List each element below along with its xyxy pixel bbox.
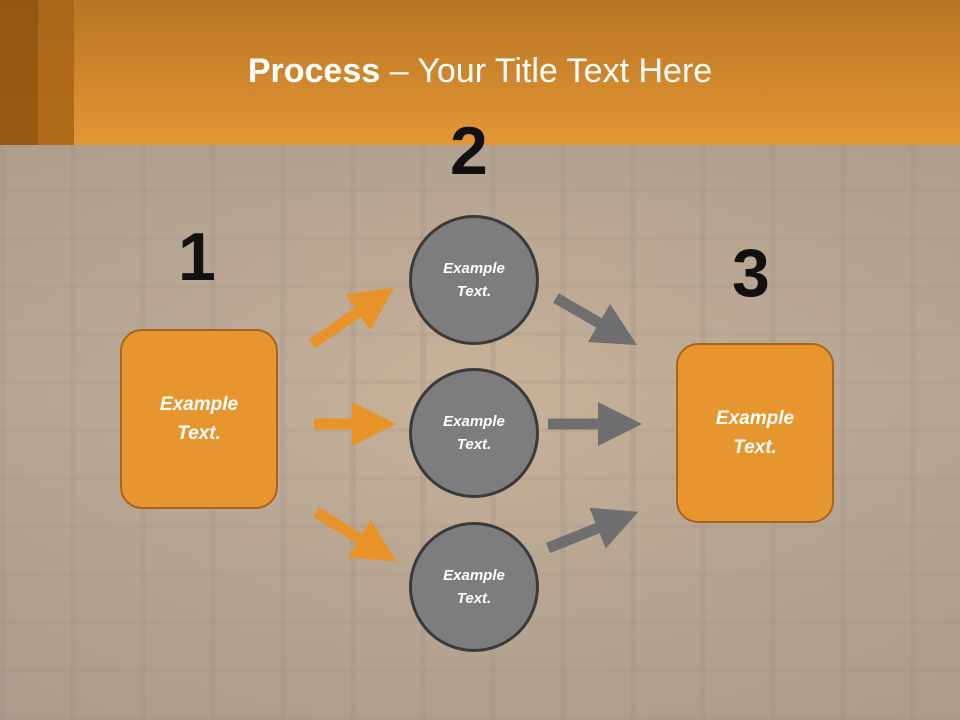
step3-line2: Text. <box>733 437 777 458</box>
circle-top-line1: Example <box>443 260 505 277</box>
title-banner: Process – Your Title Text Here <box>0 0 960 145</box>
step-number-3: 3 <box>732 235 770 311</box>
title-bold: Process <box>247 52 381 90</box>
arrow-box1-to-circle1 <box>308 287 395 349</box>
step3-box[interactable]: Example Text. <box>676 343 834 523</box>
circle-bottom-line1: Example <box>443 567 505 584</box>
circle-middle-line1: Example <box>443 413 505 430</box>
circle-top-line2: Text. <box>456 283 492 300</box>
arrow-box1-to-circle3 <box>313 507 397 562</box>
arrow-circle3-to-box3 <box>545 507 639 554</box>
step2-circle-bottom[interactable]: Example Text. <box>409 522 539 652</box>
step2-circle-middle[interactable]: Example Text. <box>409 368 539 498</box>
circle-bottom-line2: Text. <box>456 590 492 607</box>
title-rest: – Your Title Text Here <box>380 52 713 90</box>
circle-middle-line2: Text. <box>456 436 492 453</box>
slide-title[interactable]: Process – Your Title Text Here <box>0 52 960 91</box>
step-number-2: 2 <box>450 113 488 189</box>
arrow-circle1-to-box3 <box>553 293 638 346</box>
step1-box[interactable]: Example Text. <box>120 329 278 509</box>
step-number-1: 1 <box>178 219 216 295</box>
step3-line1: Example <box>715 408 795 429</box>
banner-accent-mid <box>38 0 74 145</box>
step1-line1: Example <box>159 394 239 415</box>
step2-circle-top[interactable]: Example Text. <box>409 215 539 345</box>
banner-accent-dark <box>0 0 38 145</box>
step1-line2: Text. <box>177 423 221 444</box>
